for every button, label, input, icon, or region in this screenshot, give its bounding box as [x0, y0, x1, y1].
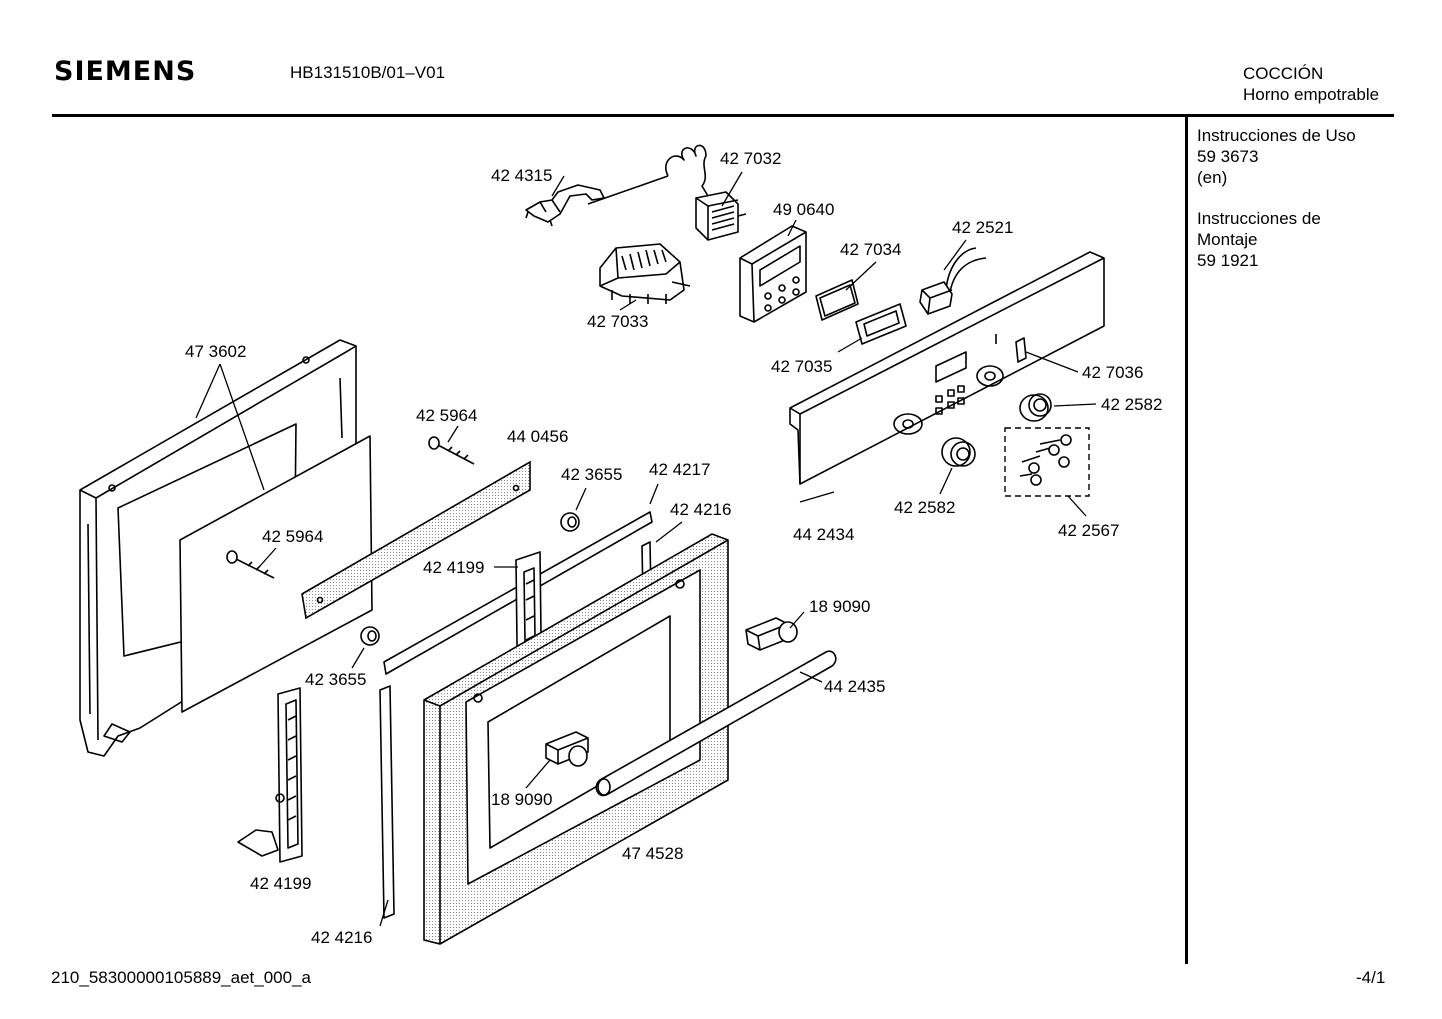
inner-glass-panel-part [179, 435, 373, 713]
mount-code: 59 1921 [1197, 251, 1259, 270]
label-424216-top: 42 4216 [670, 500, 731, 519]
label-423655-left: 42 3655 [305, 670, 366, 689]
header-divider [52, 114, 1394, 117]
label-427036: 42 7036 [1082, 363, 1143, 382]
display-window-part [815, 279, 859, 321]
label-440456: 44 0456 [507, 427, 568, 446]
label-427033: 42 7033 [587, 312, 648, 331]
documentation-panel: Instrucciones de Uso 59 3673 (en) Instru… [1197, 125, 1356, 291]
knob-middle-part [941, 437, 976, 467]
category-title: COCCIÓN [1243, 64, 1324, 83]
label-427034: 42 7034 [840, 240, 901, 259]
control-module-part [739, 225, 807, 323]
usage-instructions: Instrucciones de Uso 59 3673 (en) [1197, 125, 1356, 188]
mount-title-2: Montaje [1197, 230, 1258, 249]
label-425964-top: 42 5964 [416, 406, 477, 425]
label-422582-mid: 42 2582 [894, 498, 955, 517]
knob-accessories-part [1004, 427, 1090, 497]
door-handle-part [595, 650, 837, 797]
mount-title-1: Instrucciones de [1197, 209, 1321, 228]
mounting-instructions: Instrucciones de Montaje 59 1921 [1197, 208, 1356, 271]
handle-support-right-part [745, 617, 798, 651]
label-425964-left: 42 5964 [262, 527, 323, 546]
label-424199-mid: 42 4199 [423, 558, 484, 577]
display-frame-part [855, 303, 907, 345]
label-424216-bottom: 42 4216 [311, 928, 372, 947]
selector-switch-part [599, 243, 691, 304]
usage-code: 59 3673 [1197, 147, 1259, 166]
label-424315: 42 4315 [491, 166, 552, 185]
leader-lines [195, 171, 1097, 927]
screw-top-part [428, 436, 475, 465]
label-189090-right: 18 9090 [809, 597, 870, 616]
part-labels: 42 4315 42 7032 49 0640 42 7034 42 2521 … [185, 149, 1162, 947]
label-427032: 42 7032 [720, 149, 781, 168]
label-473602: 47 3602 [185, 342, 246, 361]
thermostat-part [587, 144, 747, 241]
hinge-bottom-part [237, 687, 303, 863]
usage-language: (en) [1197, 168, 1228, 187]
door-strip-part [301, 460, 531, 620]
model-number: HB131510B/01–V01 [290, 63, 446, 82]
label-422582-right: 42 2582 [1101, 395, 1162, 414]
bushing-left-part [360, 626, 380, 646]
label-422521: 42 2521 [952, 218, 1013, 237]
page-number: -4/1 [1356, 968, 1386, 987]
bracket-part [525, 184, 605, 227]
label-424199-bottom: 42 4199 [250, 874, 311, 893]
brand-logo: SIEMENS [54, 56, 197, 87]
category: COCCIÓN Horno empotrable [1243, 63, 1379, 105]
sidebar-divider [1185, 117, 1188, 964]
screw-left-part [226, 550, 275, 579]
label-424217: 42 4217 [649, 460, 710, 479]
bushing-top-part [560, 512, 580, 532]
handle-support-middle-part [545, 731, 589, 767]
label-423655-top: 42 3655 [561, 465, 622, 484]
label-490640: 49 0640 [773, 200, 834, 219]
label-427035: 42 7035 [771, 357, 832, 376]
label-422567: 42 2567 [1058, 521, 1119, 540]
label-189090-mid: 18 9090 [491, 790, 552, 809]
category-subtitle: Horno empotrable [1243, 85, 1380, 104]
label-442435: 44 2435 [824, 677, 885, 696]
knob-right-part [1019, 393, 1052, 422]
control-panel-part [789, 251, 1105, 485]
indicator-lens-part [1015, 337, 1027, 363]
switch-part [919, 247, 987, 315]
seal-upright-bottom-part [379, 685, 395, 919]
usage-title: Instrucciones de Uso [1197, 126, 1356, 145]
drawing-id: 210_58300000105889_aet_000_a [51, 968, 311, 987]
label-474528: 47 4528 [622, 844, 683, 863]
label-442434: 44 2434 [793, 525, 854, 544]
